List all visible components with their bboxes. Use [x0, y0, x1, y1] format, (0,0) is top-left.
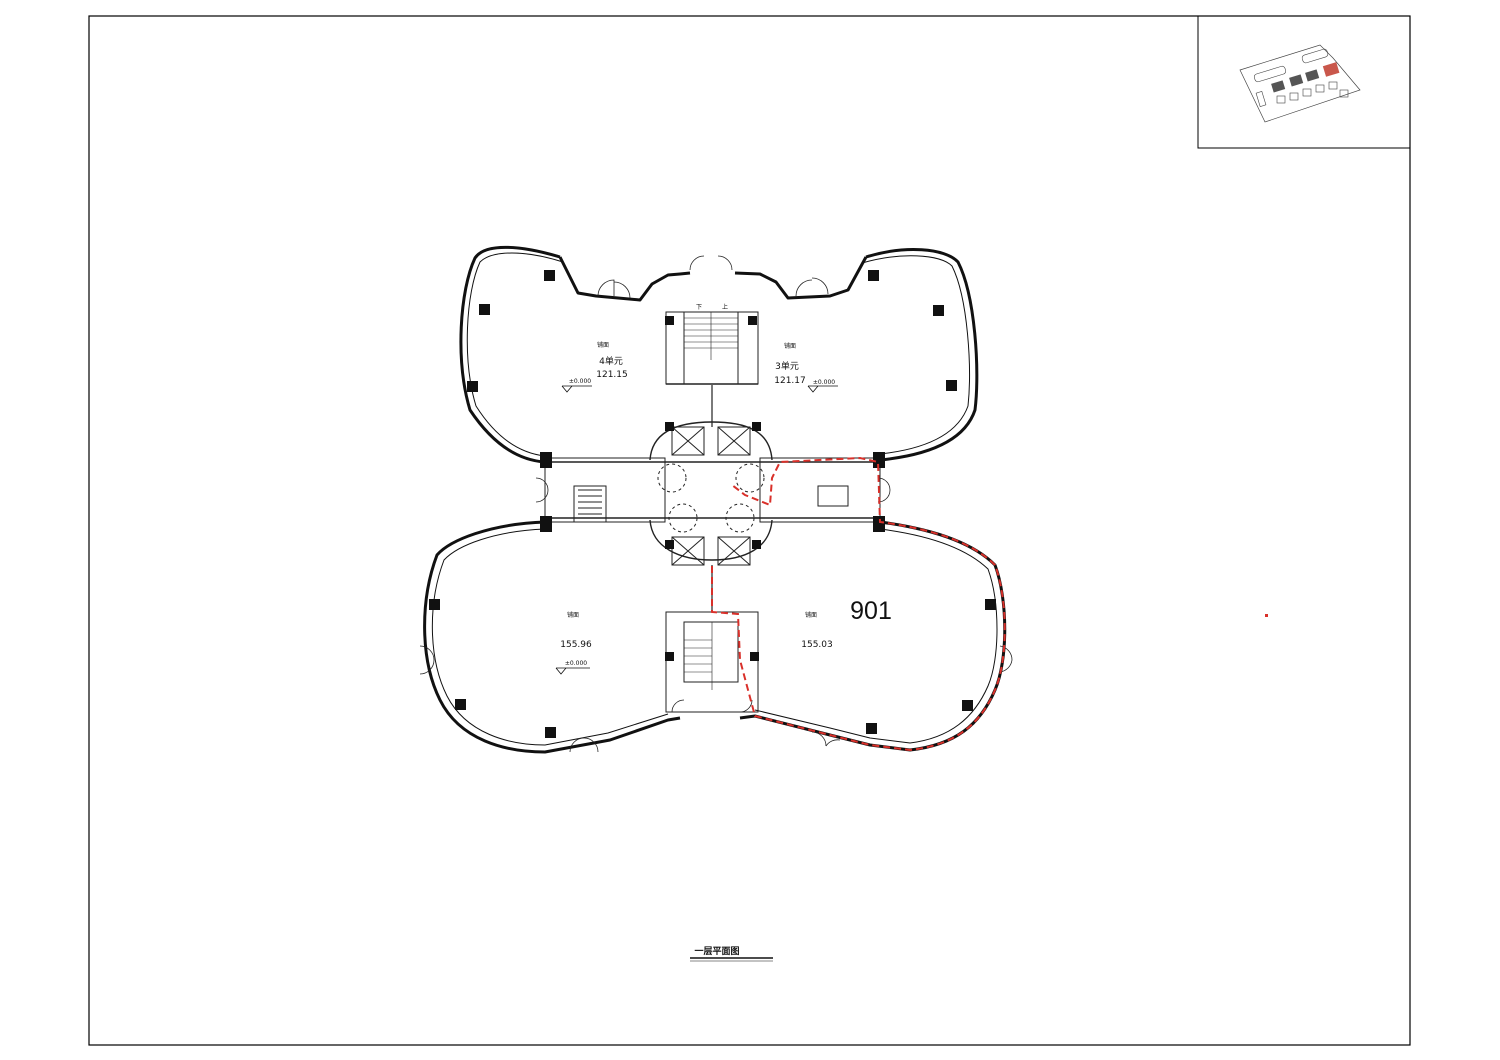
room-name-4: 铺面: [597, 341, 609, 349]
room-labels: 铺面 4单元 121.15 ±0.000 铺面 3单元 121.17 ±0.00…: [560, 303, 892, 667]
elevation-3: ±0.000: [813, 379, 835, 386]
room-name-sw: 铺面: [567, 611, 579, 619]
stair-up-mark: 上: [722, 303, 728, 311]
drawing-title: 一层平面图: [694, 946, 739, 957]
structural-columns: [429, 270, 996, 738]
doors: [419, 255, 1013, 753]
marker-dot: [1265, 614, 1268, 617]
key-plan: [1197, 15, 1411, 149]
unit-label-4: 4单元: [599, 355, 623, 367]
unit-area-se: 155.03: [801, 640, 833, 650]
room-name-3: 铺面: [784, 342, 796, 350]
north-stair: [665, 311, 759, 385]
drawing-frame: [88, 15, 1411, 1046]
unit-number-901: 901: [850, 597, 892, 625]
central-core: [544, 385, 881, 612]
room-name-se: 铺面: [805, 611, 817, 619]
stair-down-mark: 下: [696, 304, 702, 311]
drawing-title-block: 一层平面图: [690, 946, 773, 962]
unit-901-boundary: [711, 456, 1006, 752]
unit-area-4: 121.15: [596, 370, 628, 380]
building-outline: [423, 245, 1007, 754]
elevation-4: ±0.000: [569, 378, 591, 385]
elevation-sw: ±0.000: [565, 660, 587, 667]
unit-area-sw: 155.96: [560, 640, 592, 650]
unit-area-3: 121.17: [774, 376, 806, 386]
south-stair: [665, 611, 759, 713]
unit-label-3: 3单元: [775, 360, 799, 372]
elevation-markers: [555, 385, 838, 675]
